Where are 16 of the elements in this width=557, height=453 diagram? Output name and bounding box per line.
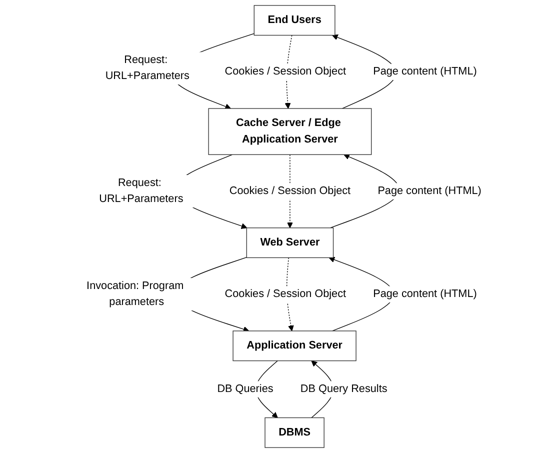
edge-label: Page content (HTML) [373,66,477,78]
node-box: Application Server [232,330,356,362]
edge-label: Cookies / Session Object [224,66,346,78]
edge-label: Request: URL+Parameters [99,176,184,205]
edge-label: Cookies / Session Object [224,288,346,300]
node-box: End Users [254,5,336,36]
edge-label: Page content (HTML) [378,185,482,197]
edge-label: Invocation: Program parameters [86,280,184,308]
node-box: Cache Server / Edge Application Server [208,108,372,155]
edge-label: DB Queries [217,383,274,395]
node-box: Web Server [246,228,334,258]
edge-label: DB Query Results [300,383,388,395]
edge-label: Request: URL+Parameters [105,54,190,82]
edge-label: Cookies / Session Object [229,185,351,197]
node-box: DBMS [264,417,324,448]
edge-label: Page content (HTML) [373,288,477,300]
